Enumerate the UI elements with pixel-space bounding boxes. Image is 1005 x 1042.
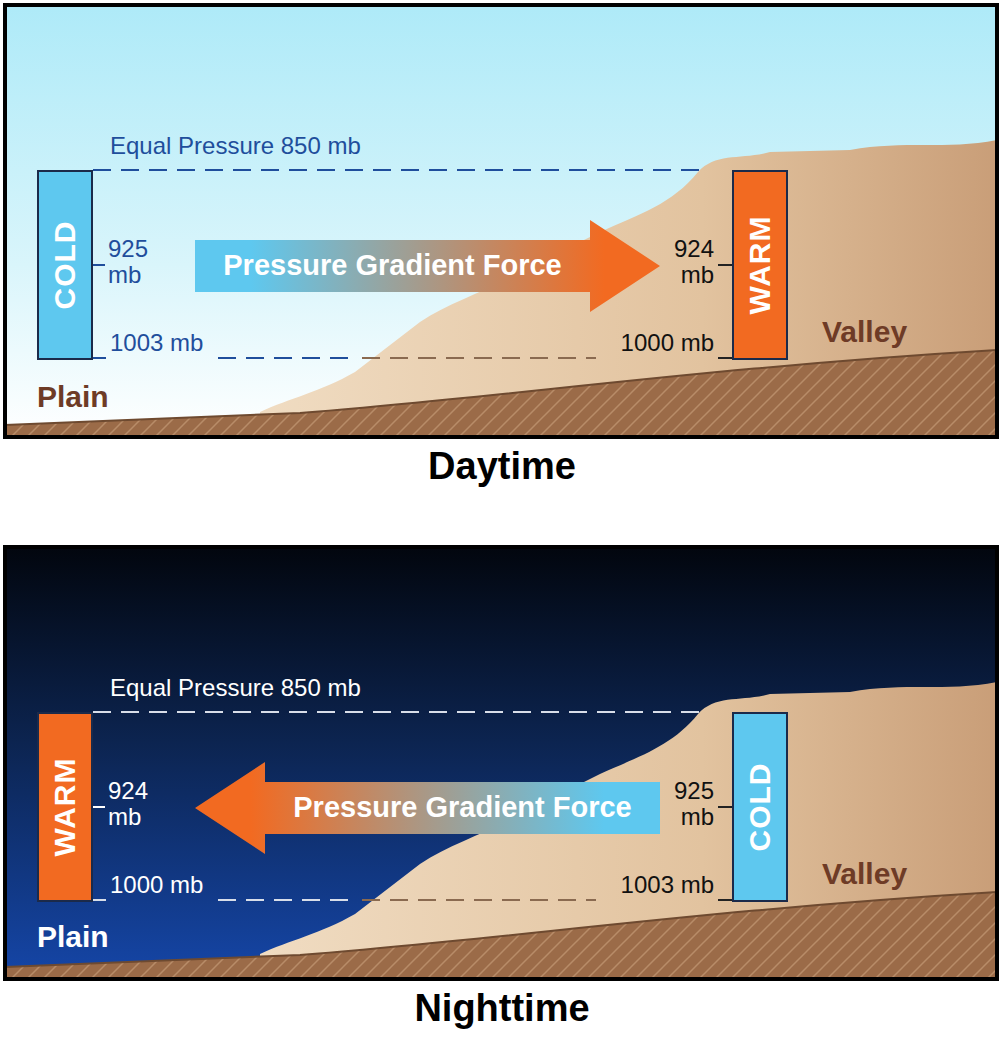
arrow-body [195,762,660,854]
arrow-label: Pressure Gradient Force [293,792,631,824]
pressure-value: 924 mb [108,778,148,831]
column-label: WARM [743,216,777,315]
arrow-label: Pressure Gradient Force [223,250,561,282]
pressure-value: 924 mb [674,236,714,289]
panel-caption: Nighttime [414,988,589,1030]
cold-air-column: COLD [37,170,93,360]
place-label: Valley [822,857,907,890]
pressure-value: 925 mb [108,236,148,289]
warm-air-column: WARM [732,170,788,360]
column-label: COLD [48,221,82,310]
isobar-label: Equal Pressure 850 mb [110,675,361,701]
warm-air-column: WARM [37,712,93,902]
column-label: WARM [48,758,82,857]
place-label: Plain [37,920,109,953]
arrow-body [195,220,660,312]
pressure-value: 1003 mb [621,872,714,898]
pressure-gradient-arrow: Pressure Gradient Force [195,762,660,854]
pressure-gradient-arrow: Pressure Gradient Force [195,220,660,312]
column-label: COLD [743,763,777,852]
panel-caption: Daytime [428,446,576,488]
place-label: Valley [822,315,907,348]
pressure-value: 925 mb [674,778,714,831]
isobar-label: Equal Pressure 850 mb [110,133,361,159]
place-label: Plain [37,380,109,413]
pressure-value: 1000 mb [621,330,714,356]
pressure-value: 1003 mb [110,330,203,356]
cold-air-column: COLD [732,712,788,902]
pressure-value: 1000 mb [110,872,203,898]
